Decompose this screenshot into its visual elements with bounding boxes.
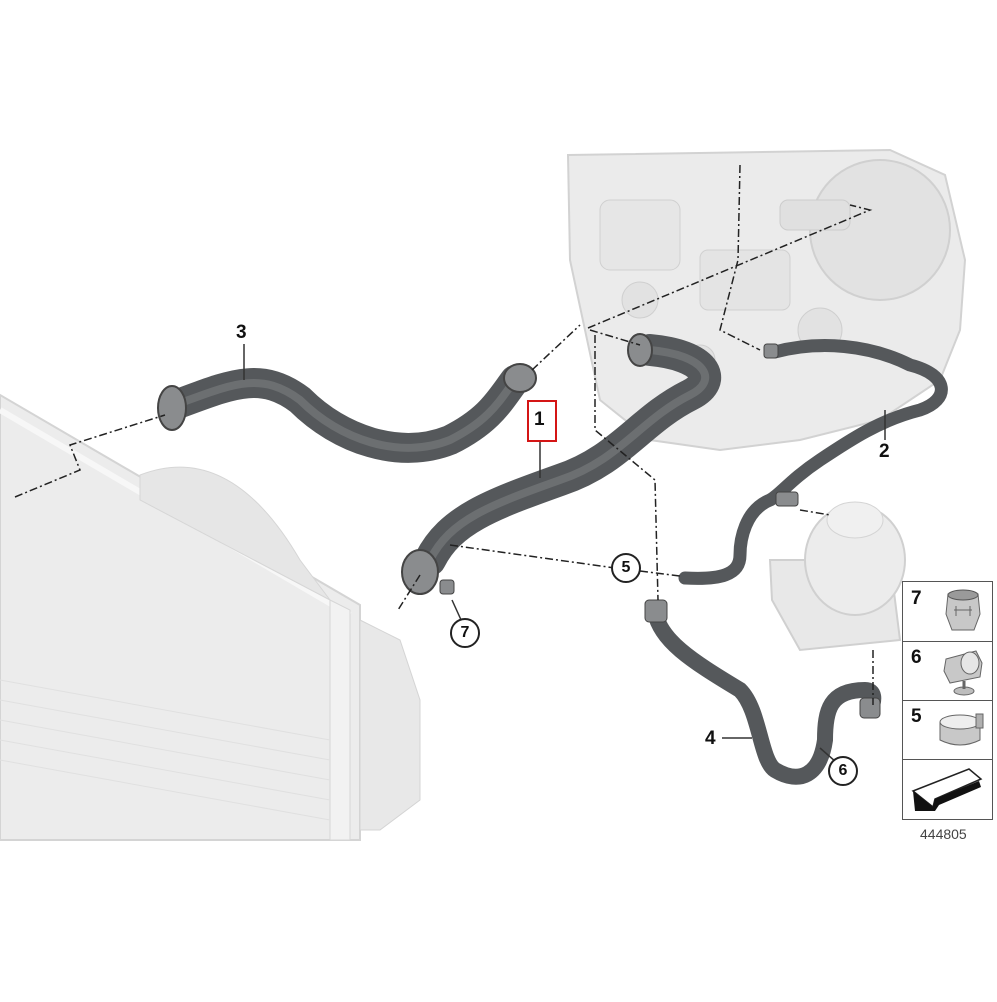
callout-3: 3 (236, 322, 247, 343)
legend-number: 5 (911, 706, 922, 727)
direction-arrow-icon (911, 768, 983, 811)
expansion-tank (768, 501, 906, 652)
engine-block (566, 148, 967, 452)
hose-4 (644, 599, 882, 785)
legend-item-5: 5 (903, 700, 992, 760)
quick-connector-icon (945, 589, 981, 631)
legend-number: 6 (911, 647, 922, 668)
callout-1: 1 (534, 409, 545, 430)
parts-legend: 7 6 5 (902, 581, 993, 820)
hose-clamp-icon (939, 713, 984, 746)
legend-item-6: 6 (903, 641, 992, 701)
circle-callout-5: 5 (611, 553, 641, 583)
clamp-with-mount-icon (943, 650, 983, 696)
legend-item-7: 7 (903, 582, 992, 642)
diagram-number: 444805 (920, 826, 967, 842)
hose-1 (401, 333, 722, 595)
circle-callout-7: 7 (450, 618, 480, 648)
hose-3 (157, 363, 537, 463)
assembly-lines (14, 164, 874, 705)
callout-2: 2 (879, 441, 890, 462)
radiator (0, 393, 421, 841)
callout-4: 4 (705, 728, 716, 749)
circle-callout-6: 6 (828, 756, 858, 786)
legend-item-arrow (903, 759, 992, 819)
legend-number: 7 (911, 588, 922, 609)
callout-1-highlight-box (527, 400, 557, 442)
hose-2 (678, 339, 948, 585)
